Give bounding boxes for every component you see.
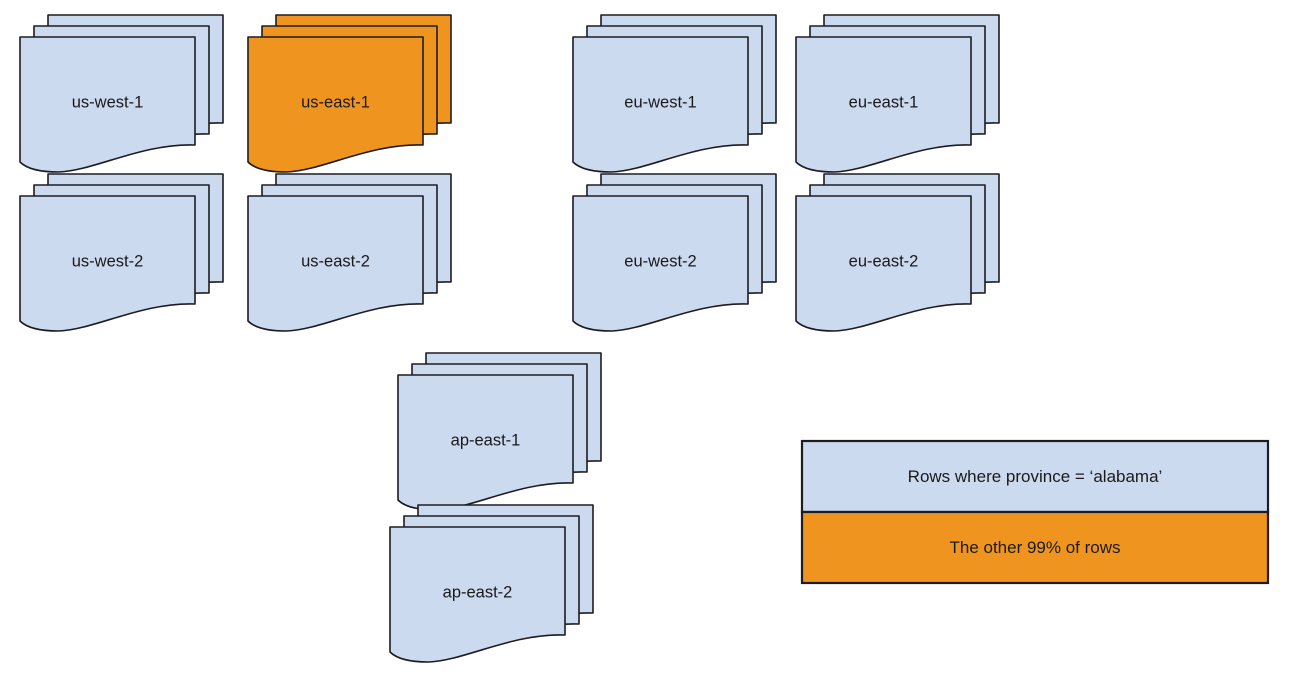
stack-us-west-1[interactable]: us-west-1	[19, 14, 224, 173]
stack-label-eu-east-1: eu-east-1	[849, 93, 919, 111]
stack-label-ap-east-2: ap-east-2	[443, 583, 513, 601]
stack-eu-west-1[interactable]: eu-west-1	[572, 14, 777, 173]
stack-ap-east-2[interactable]: ap-east-2	[389, 504, 594, 663]
stacks-layer: us-west-1 us-east-1 eu-west-1 eu-east-1 us-w…	[19, 14, 1000, 663]
sheet-ap-east-2-1	[389, 526, 566, 663]
sheet-us-east-1-1	[247, 36, 424, 173]
stack-us-east-1[interactable]: us-east-1	[247, 14, 452, 173]
stack-us-west-2[interactable]: us-west-2	[19, 173, 224, 332]
legend-label-legend-blue: Rows where province = ‘alabama’	[908, 467, 1163, 486]
sheet-us-west-2-1	[19, 195, 196, 332]
sheet-us-east-2-1	[247, 195, 424, 332]
legend-row-legend-blue: Rows where province = ‘alabama’	[800, 439, 1270, 514]
legend-layer: Rows where province = ‘alabama’ The other…	[800, 439, 1270, 585]
stack-label-eu-west-1: eu-west-1	[624, 93, 696, 111]
stack-label-us-west-1: us-west-1	[72, 93, 144, 111]
sheet-eu-east-1-1	[795, 36, 972, 173]
legend-label-legend-orange: The other 99% of rows	[949, 538, 1120, 557]
stack-label-us-east-2: us-east-2	[301, 252, 370, 270]
stack-ap-east-1[interactable]: ap-east-1	[397, 352, 602, 511]
sheet-eu-west-1-1	[572, 36, 749, 173]
stack-label-eu-west-2: eu-west-2	[624, 252, 696, 270]
stack-eu-east-1[interactable]: eu-east-1	[795, 14, 1000, 173]
stack-eu-east-2[interactable]: eu-east-2	[795, 173, 1000, 332]
stack-label-us-west-2: us-west-2	[72, 252, 144, 270]
sheet-eu-east-2-1	[795, 195, 972, 332]
sheet-us-west-1-1	[19, 36, 196, 173]
legend-swatch-blue	[800, 439, 1270, 514]
stack-label-ap-east-1: ap-east-1	[451, 431, 521, 449]
legend-row-legend-orange: The other 99% of rows	[800, 510, 1270, 585]
stack-label-eu-east-2: eu-east-2	[849, 252, 919, 270]
stack-eu-west-2[interactable]: eu-west-2	[572, 173, 777, 332]
sheet-eu-west-2-1	[572, 195, 749, 332]
legend-swatch-orange	[800, 510, 1270, 585]
stack-label-us-east-1: us-east-1	[301, 93, 370, 111]
stack-us-east-2[interactable]: us-east-2	[247, 173, 452, 332]
